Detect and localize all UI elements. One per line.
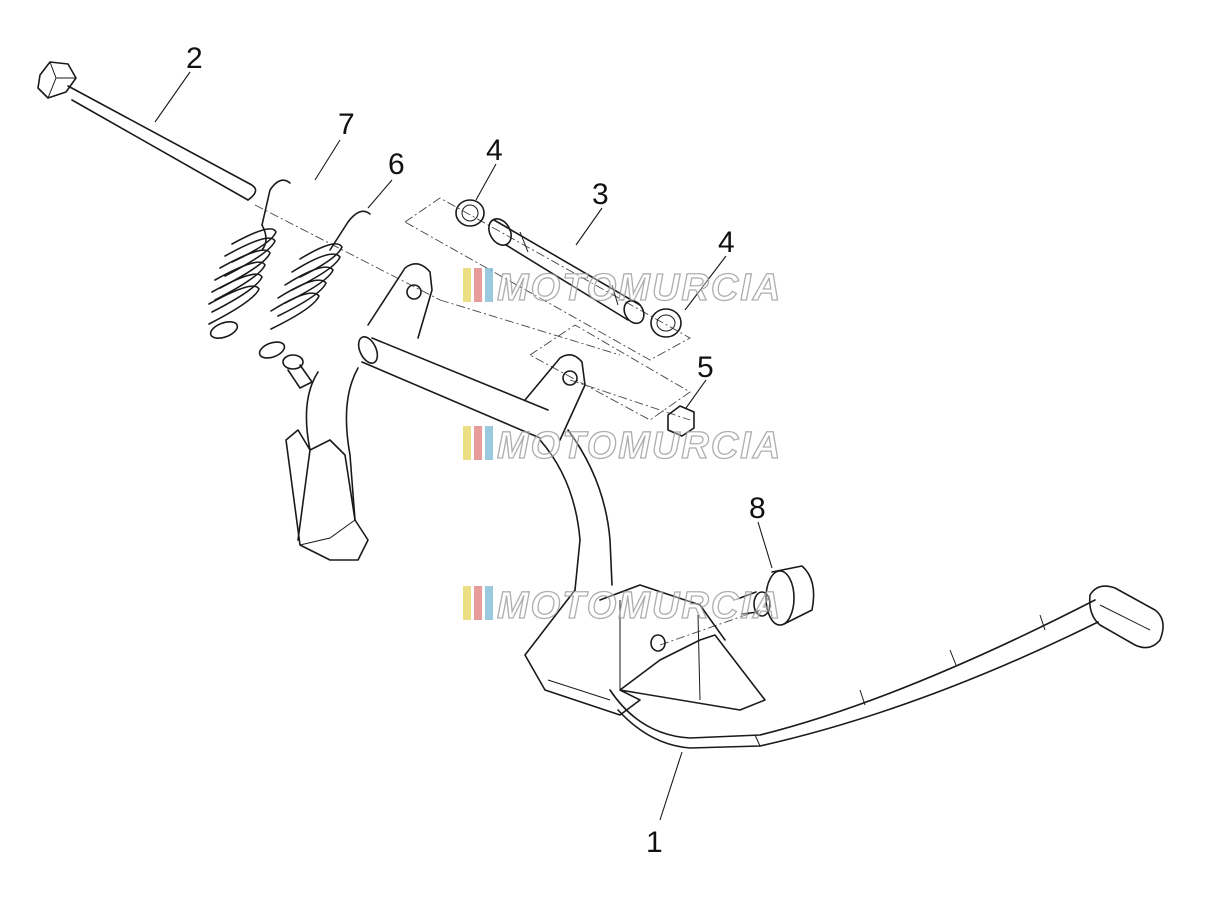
part-6-spring <box>258 210 371 359</box>
watermark-stripe <box>485 268 493 302</box>
part-3-pivot-tube <box>488 218 645 325</box>
watermark-stripe <box>474 426 482 460</box>
alignment-lines <box>254 197 761 646</box>
watermark-stripe <box>485 586 493 620</box>
part-1-center-stand <box>285 263 1164 749</box>
watermark-1: MOTOMURCIA <box>463 266 782 310</box>
part-7-spring <box>208 179 291 339</box>
part-2-bolt <box>37 61 257 201</box>
callout-3: 3 <box>592 178 609 211</box>
callout-5: 5 <box>697 351 714 384</box>
watermark-text: MOTOMURCIA <box>497 585 782 627</box>
callout-7: 7 <box>338 108 355 141</box>
watermark-stripe <box>463 268 471 302</box>
leader-lines <box>154 71 773 821</box>
part-4-washer-bottom <box>650 308 682 338</box>
watermark-stripe <box>485 426 493 460</box>
watermark-3: MOTOMURCIA <box>463 584 782 628</box>
callout-4-top: 4 <box>486 134 503 167</box>
part-5-nut <box>667 405 695 437</box>
watermark-text: MOTOMURCIA <box>497 267 782 309</box>
callout-2: 2 <box>186 42 203 75</box>
watermark-text: MOTOMURCIA <box>497 425 782 467</box>
spring-pin <box>282 354 313 389</box>
watermark-stripe <box>463 426 471 460</box>
watermark-stripe <box>474 268 482 302</box>
callout-1: 1 <box>646 826 663 859</box>
watermark-stripe <box>463 586 471 620</box>
watermark-2: MOTOMURCIA <box>463 424 782 468</box>
watermark-stripe <box>474 586 482 620</box>
callout-4-right: 4 <box>718 226 735 259</box>
part-8-rubber-bumper <box>739 565 815 626</box>
part-4-washer-top <box>455 199 485 227</box>
callout-8: 8 <box>749 492 766 525</box>
callout-labels: 2 7 6 4 3 4 5 8 1 <box>186 42 766 859</box>
callout-6: 6 <box>388 148 405 181</box>
